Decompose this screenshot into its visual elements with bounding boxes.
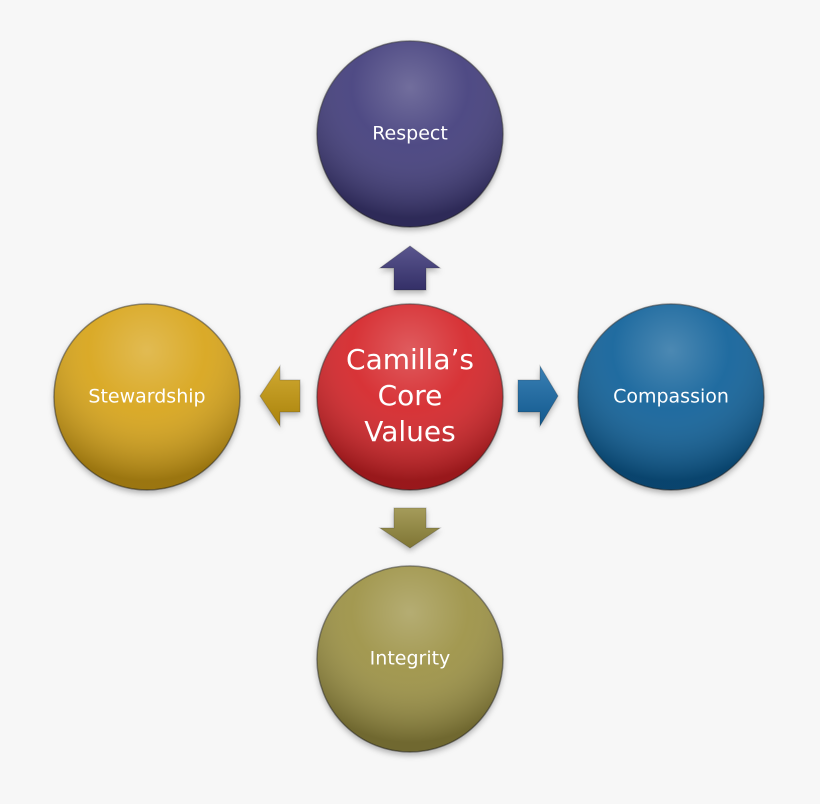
center-title-line-1: Camilla’s xyxy=(346,343,474,376)
value-label-integrity: Integrity xyxy=(370,648,451,670)
arrow-left-icon xyxy=(259,364,301,428)
value-circle-integrity: Integrity xyxy=(316,565,504,753)
value-label-respect: Respect xyxy=(372,123,448,145)
arrow-down-icon xyxy=(378,507,442,549)
center-circle: Camilla’s Core Values xyxy=(316,303,504,491)
center-title-line-3: Values xyxy=(364,415,455,448)
value-circle-compassion: Compassion xyxy=(577,303,765,491)
value-circle-respect: Respect xyxy=(316,40,504,228)
value-label-compassion: Compassion xyxy=(613,386,729,408)
arrow-up-icon xyxy=(378,245,442,291)
value-circle-stewardship: Stewardship xyxy=(53,303,241,491)
value-label-stewardship: Stewardship xyxy=(88,386,205,408)
arrow-right-icon xyxy=(517,364,559,428)
center-title-line-2: Core xyxy=(378,379,443,412)
